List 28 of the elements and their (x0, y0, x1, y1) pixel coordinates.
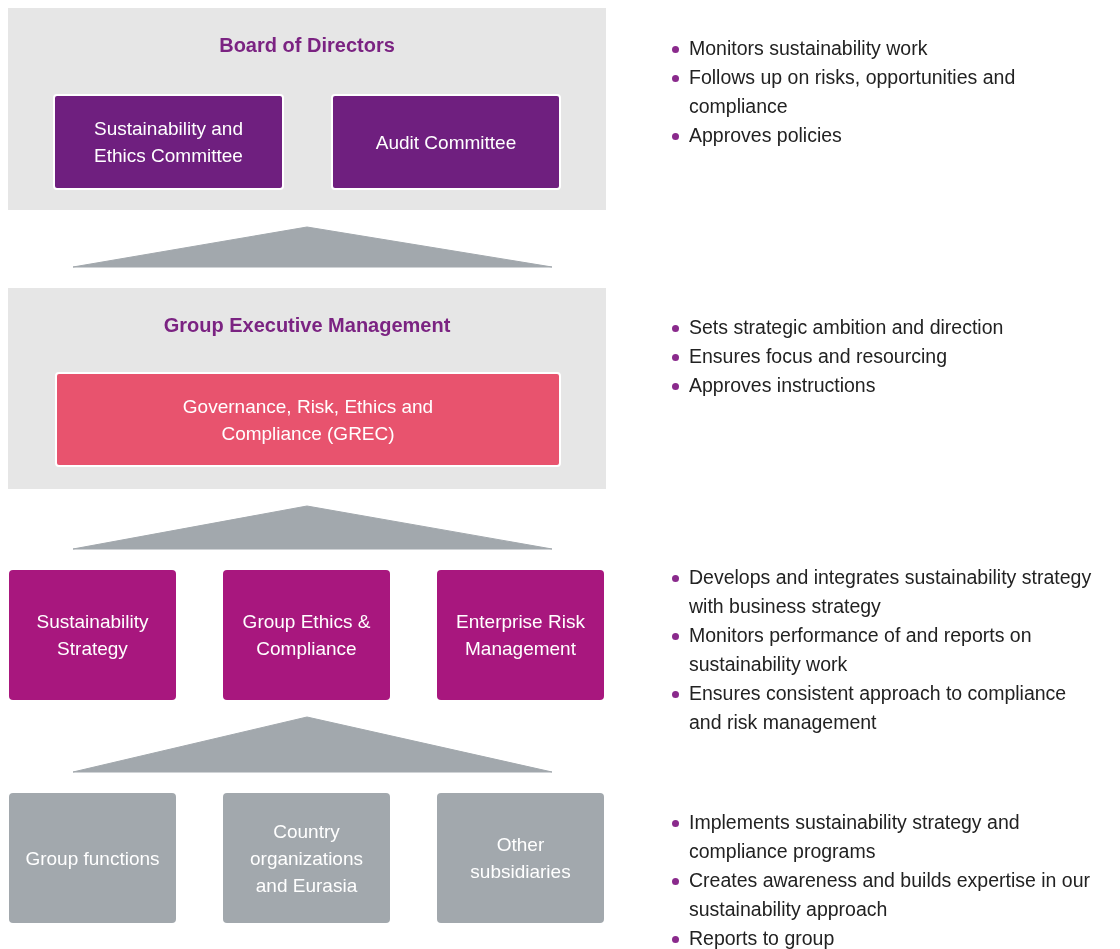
bullet-item: Monitors sustainability work (668, 34, 1098, 63)
bullet-item: Follows up on risks, opportunities and compliance (668, 63, 1098, 121)
unit-box: Country organizations and Eurasia (223, 793, 390, 923)
bullet-item: Ensures focus and resourcing (668, 342, 1098, 371)
unit-box: Other subsidiaries (437, 793, 604, 923)
bullet-item: Develops and integrates sustainability strategy with business strategy (668, 563, 1098, 621)
bullet-item: Monitors performance of and reports on sustainability work (668, 621, 1098, 679)
bullet-item: Ensures consistent approach to compliance and risk management (668, 679, 1098, 737)
tier-panel (8, 288, 606, 489)
unit-box: Enterprise Risk Management (437, 570, 604, 700)
bullet-item: Sets strategic ambition and direction (668, 313, 1098, 342)
bullet-item: Implements sustainability strategy and compliance programs (668, 808, 1098, 866)
unit-box: Governance, Risk, Ethics and Compliance (GREC) (55, 372, 561, 467)
chevron-arrow (72, 226, 553, 268)
unit-box: Sustainability and Ethics Committee (53, 94, 284, 190)
unit-box: Sustainability Strategy (9, 570, 176, 700)
chevron-arrow (72, 505, 553, 550)
unit-box: Group Ethics & Compliance (223, 570, 390, 700)
bullet-item: Approves instructions (668, 371, 1098, 400)
bullet-item: Creates awareness and builds expertise in our sustainability approach (668, 866, 1098, 924)
unit-box: Audit Committee (331, 94, 561, 190)
bullet-item: Reports to group (668, 924, 1098, 949)
chevron-arrow (72, 716, 553, 773)
tier-panel (8, 8, 606, 210)
bullet-item: Approves policies (668, 121, 1098, 150)
tier-heading: Group Executive Management (162, 314, 452, 337)
unit-box: Group functions (9, 793, 176, 923)
tier-heading: Board of Directors (218, 34, 396, 57)
